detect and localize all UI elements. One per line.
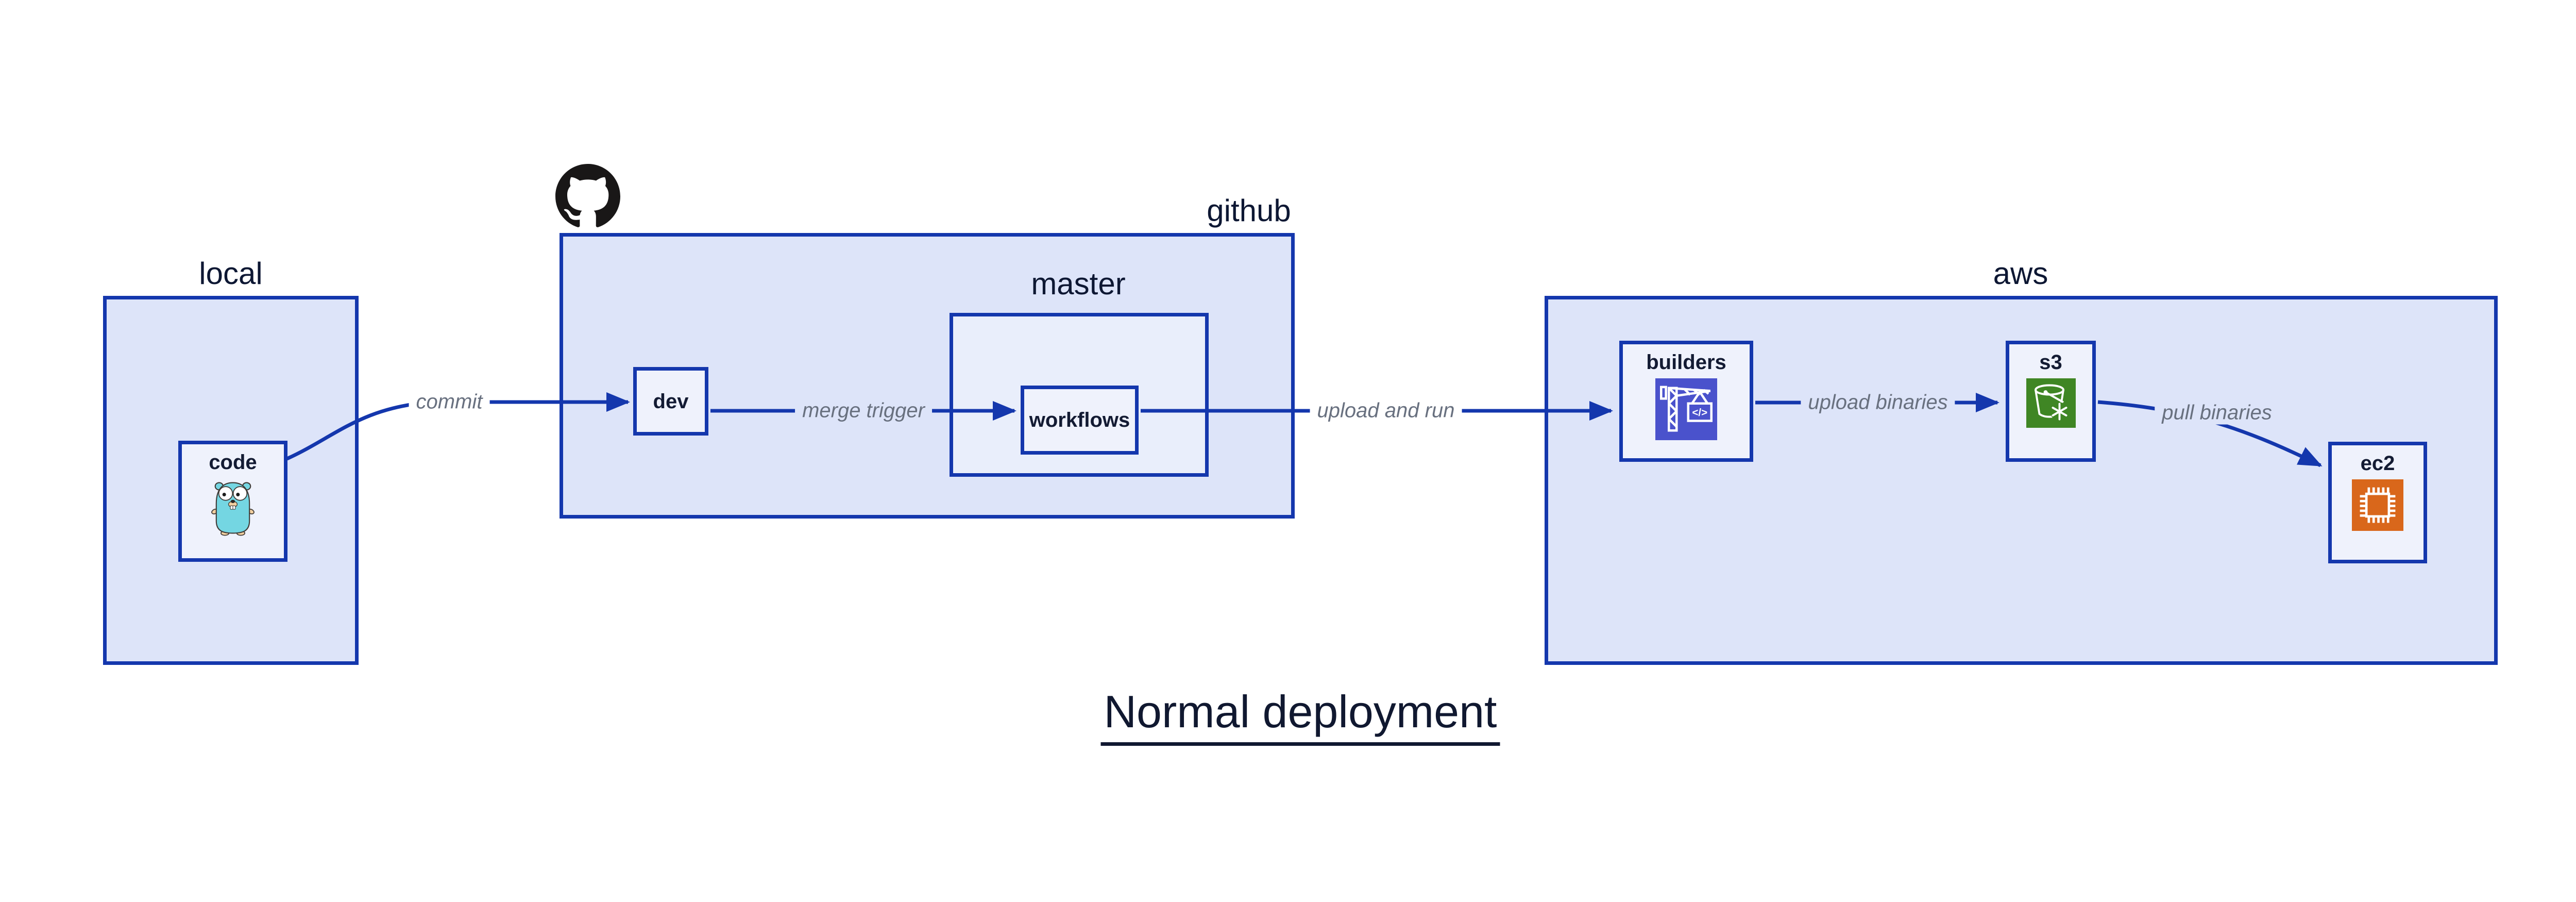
node-ec2-label: ec2 <box>2360 452 2395 475</box>
node-code-label: code <box>209 451 257 474</box>
node-s3: s3 <box>2006 341 2096 462</box>
edge-label-pull-binaries: pull binaries <box>2155 401 2279 425</box>
svg-text:</>: </> <box>1692 407 1707 419</box>
node-s3-label: s3 <box>2039 351 2062 374</box>
local-container-label: local <box>199 256 263 291</box>
s3-glacier-bucket-icon <box>2026 378 2076 428</box>
edge-label-upload-and-run: upload and run <box>1310 399 1462 423</box>
node-dev: dev <box>633 367 708 436</box>
aws-container-label: aws <box>1993 256 2048 291</box>
master-container-label: master <box>1031 266 1126 301</box>
github-octocat-icon <box>555 164 620 227</box>
diagram-title: Normal deployment <box>1100 686 1500 746</box>
edge-label-commit: commit <box>409 390 490 414</box>
node-builders-label: builders <box>1646 351 1726 374</box>
node-workflows: workflows <box>1021 386 1139 455</box>
edge-label-upload-binaries: upload binaries <box>1801 391 1955 414</box>
go-gopher-icon <box>211 482 255 536</box>
node-code: code <box>178 441 287 562</box>
node-ec2: ec2 <box>2328 442 2427 563</box>
node-builders: builders </> <box>1619 341 1753 462</box>
node-dev-label: dev <box>653 390 689 413</box>
codebuild-crane-icon: </> <box>1655 378 1717 440</box>
github-container-label: github <box>1207 193 1291 228</box>
edge-label-merge-trigger: merge trigger <box>795 399 932 423</box>
ec2-chip-icon <box>2352 479 2403 531</box>
node-workflows-label: workflows <box>1029 409 1130 431</box>
